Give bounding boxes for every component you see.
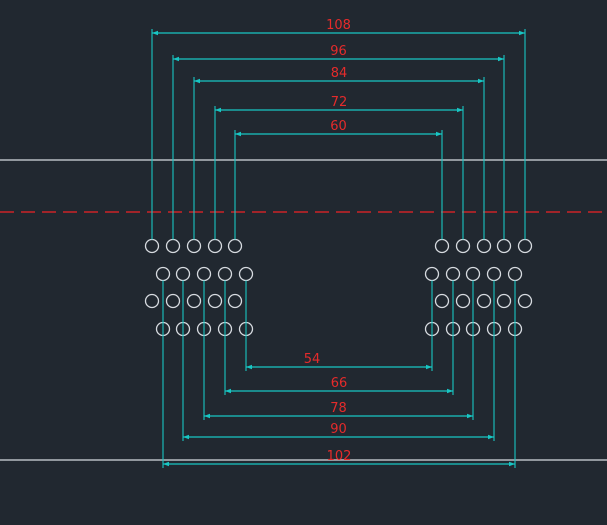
hole-circle — [186, 293, 202, 309]
dimension-label: 84 — [331, 66, 348, 81]
hole-circle — [455, 293, 471, 309]
hole-circle — [227, 293, 243, 309]
dimension-arrow — [426, 364, 432, 370]
hole-circle — [207, 293, 223, 309]
dimension-arrow — [225, 388, 231, 394]
hole-circle — [476, 293, 492, 309]
dimension-label: 90 — [330, 422, 347, 437]
dimension-label: 108 — [326, 18, 351, 33]
dimension-label: 78 — [330, 401, 347, 416]
hole-circle — [517, 293, 533, 309]
dimension-arrow — [204, 413, 210, 419]
dimension-arrow — [498, 56, 504, 62]
hole-circle — [165, 293, 181, 309]
dimension-label: 66 — [331, 376, 348, 391]
hole-circle — [434, 293, 450, 309]
hole-circle — [517, 238, 533, 254]
dimension-arrow — [215, 107, 221, 113]
dimension-arrow — [173, 56, 179, 62]
hole-circle — [227, 238, 243, 254]
hole-circle — [165, 238, 181, 254]
hole-circle — [155, 266, 171, 282]
dimension-label: 54 — [304, 352, 321, 367]
dimension-arrow — [163, 461, 169, 467]
hole-circle — [196, 266, 212, 282]
dimension-arrow — [467, 413, 473, 419]
hole-circle — [496, 238, 512, 254]
dimension-arrow — [509, 461, 515, 467]
hole-circle — [144, 293, 160, 309]
hole-circle — [186, 238, 202, 254]
dimension-arrow — [457, 107, 463, 113]
hole-circle — [507, 266, 523, 282]
hole-circle — [424, 266, 440, 282]
hole-pattern — [144, 238, 533, 337]
dimension-arrow — [246, 364, 252, 370]
dimension-arrow — [183, 434, 189, 440]
dimension-arrow — [152, 30, 158, 36]
hole-circle — [175, 266, 191, 282]
dimension-label: 60 — [330, 119, 347, 134]
hole-circle — [144, 238, 160, 254]
hole-circle — [486, 266, 502, 282]
hole-circle — [207, 238, 223, 254]
dimension-arrow — [519, 30, 525, 36]
dimension-arrow — [194, 78, 200, 84]
top-dimension-group: 108 96 84 72 60 — [151, 18, 526, 240]
hole-circle — [238, 266, 254, 282]
dimension-arrow — [447, 388, 453, 394]
bottom-dimension-group: 54 66 78 90 102 — [162, 280, 516, 468]
hole-circle — [445, 266, 461, 282]
hole-circle — [476, 238, 492, 254]
dimension-arrow — [235, 131, 241, 137]
dimension-label: 72 — [331, 95, 348, 110]
dimension-arrow — [436, 131, 442, 137]
dimension-label: 102 — [327, 449, 352, 464]
hole-circle — [434, 238, 450, 254]
dimension-arrow — [488, 434, 494, 440]
hole-circle — [455, 238, 471, 254]
dimension-arrow — [478, 78, 484, 84]
hole-circle — [496, 293, 512, 309]
dimension-label: 96 — [330, 44, 347, 59]
hole-circle — [217, 266, 233, 282]
hole-circle — [465, 266, 481, 282]
